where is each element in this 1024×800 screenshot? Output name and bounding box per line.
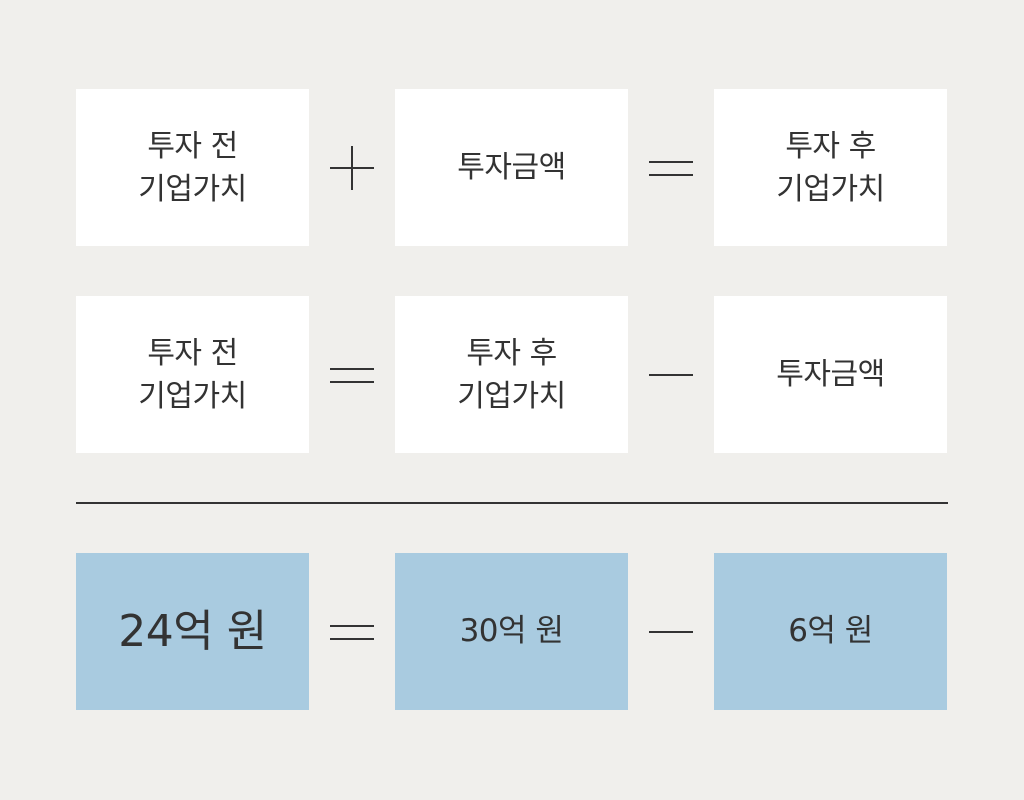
pre-money-valuation-box: 투자 전 기업가치 [76,296,309,453]
minus-operator-icon [649,610,693,654]
minus-operator-icon [649,353,693,397]
investment-value: 6억 원 [788,613,873,649]
investment-amount-label: 투자금액 [776,357,885,392]
investment-amount-box: 투자금액 [395,89,628,246]
pre-money-value: 24억 원 [118,605,267,657]
equals-operator-icon [330,353,374,397]
post-money-valuation-label: 투자 후 기업가치 [457,335,566,414]
post-money-valuation-box: 투자 후 기업가치 [395,296,628,453]
equals-operator-icon [649,146,693,190]
pre-money-valuation-label: 투자 전 기업가치 [138,128,247,207]
post-money-value-box: 30억 원 [395,553,628,710]
investment-value-box: 6억 원 [714,553,947,710]
plus-operator-icon [330,146,374,190]
post-money-valuation-box: 투자 후 기업가치 [714,89,947,246]
equals-operator-icon [330,610,374,654]
pre-money-valuation-box: 투자 전 기업가치 [76,89,309,246]
investment-amount-box: 투자금액 [714,296,947,453]
post-money-value: 30억 원 [459,613,564,649]
divider-line [76,502,948,504]
pre-money-value-box: 24억 원 [76,553,309,710]
pre-money-valuation-label: 투자 전 기업가치 [138,335,247,414]
investment-amount-label: 투자금액 [457,150,566,185]
post-money-valuation-label: 투자 후 기업가치 [776,128,885,207]
